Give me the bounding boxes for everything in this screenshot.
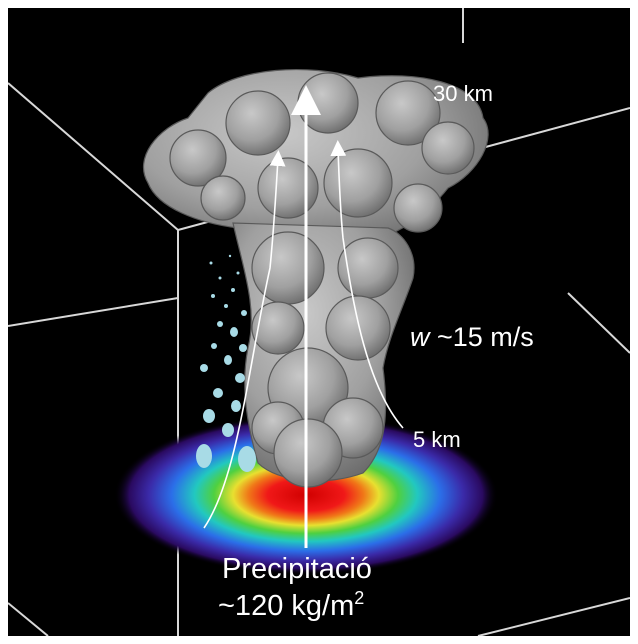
base-altitude-label: 5 km [413,427,461,452]
precipitation-value: ~120 kg/m [218,590,355,622]
updraft-speed-label: w ~15 m/s [410,322,534,353]
updraft-value: ~15 m/s [429,322,534,352]
precipitation-amount: ~120 kg/m2 [218,588,365,623]
precipitation-title: Precipitació [222,553,372,585]
updraft-arrows [203,85,404,548]
precipitation-unit-exponent: 2 [354,588,365,608]
right-updraft-arrow [330,140,404,429]
rain-drops [196,254,256,472]
updraft-symbol: w [410,322,430,352]
top-altitude-label: 30 km [433,81,493,106]
left-updraft-arrow [203,150,286,529]
storm-cloud-diagram [8,8,630,636]
